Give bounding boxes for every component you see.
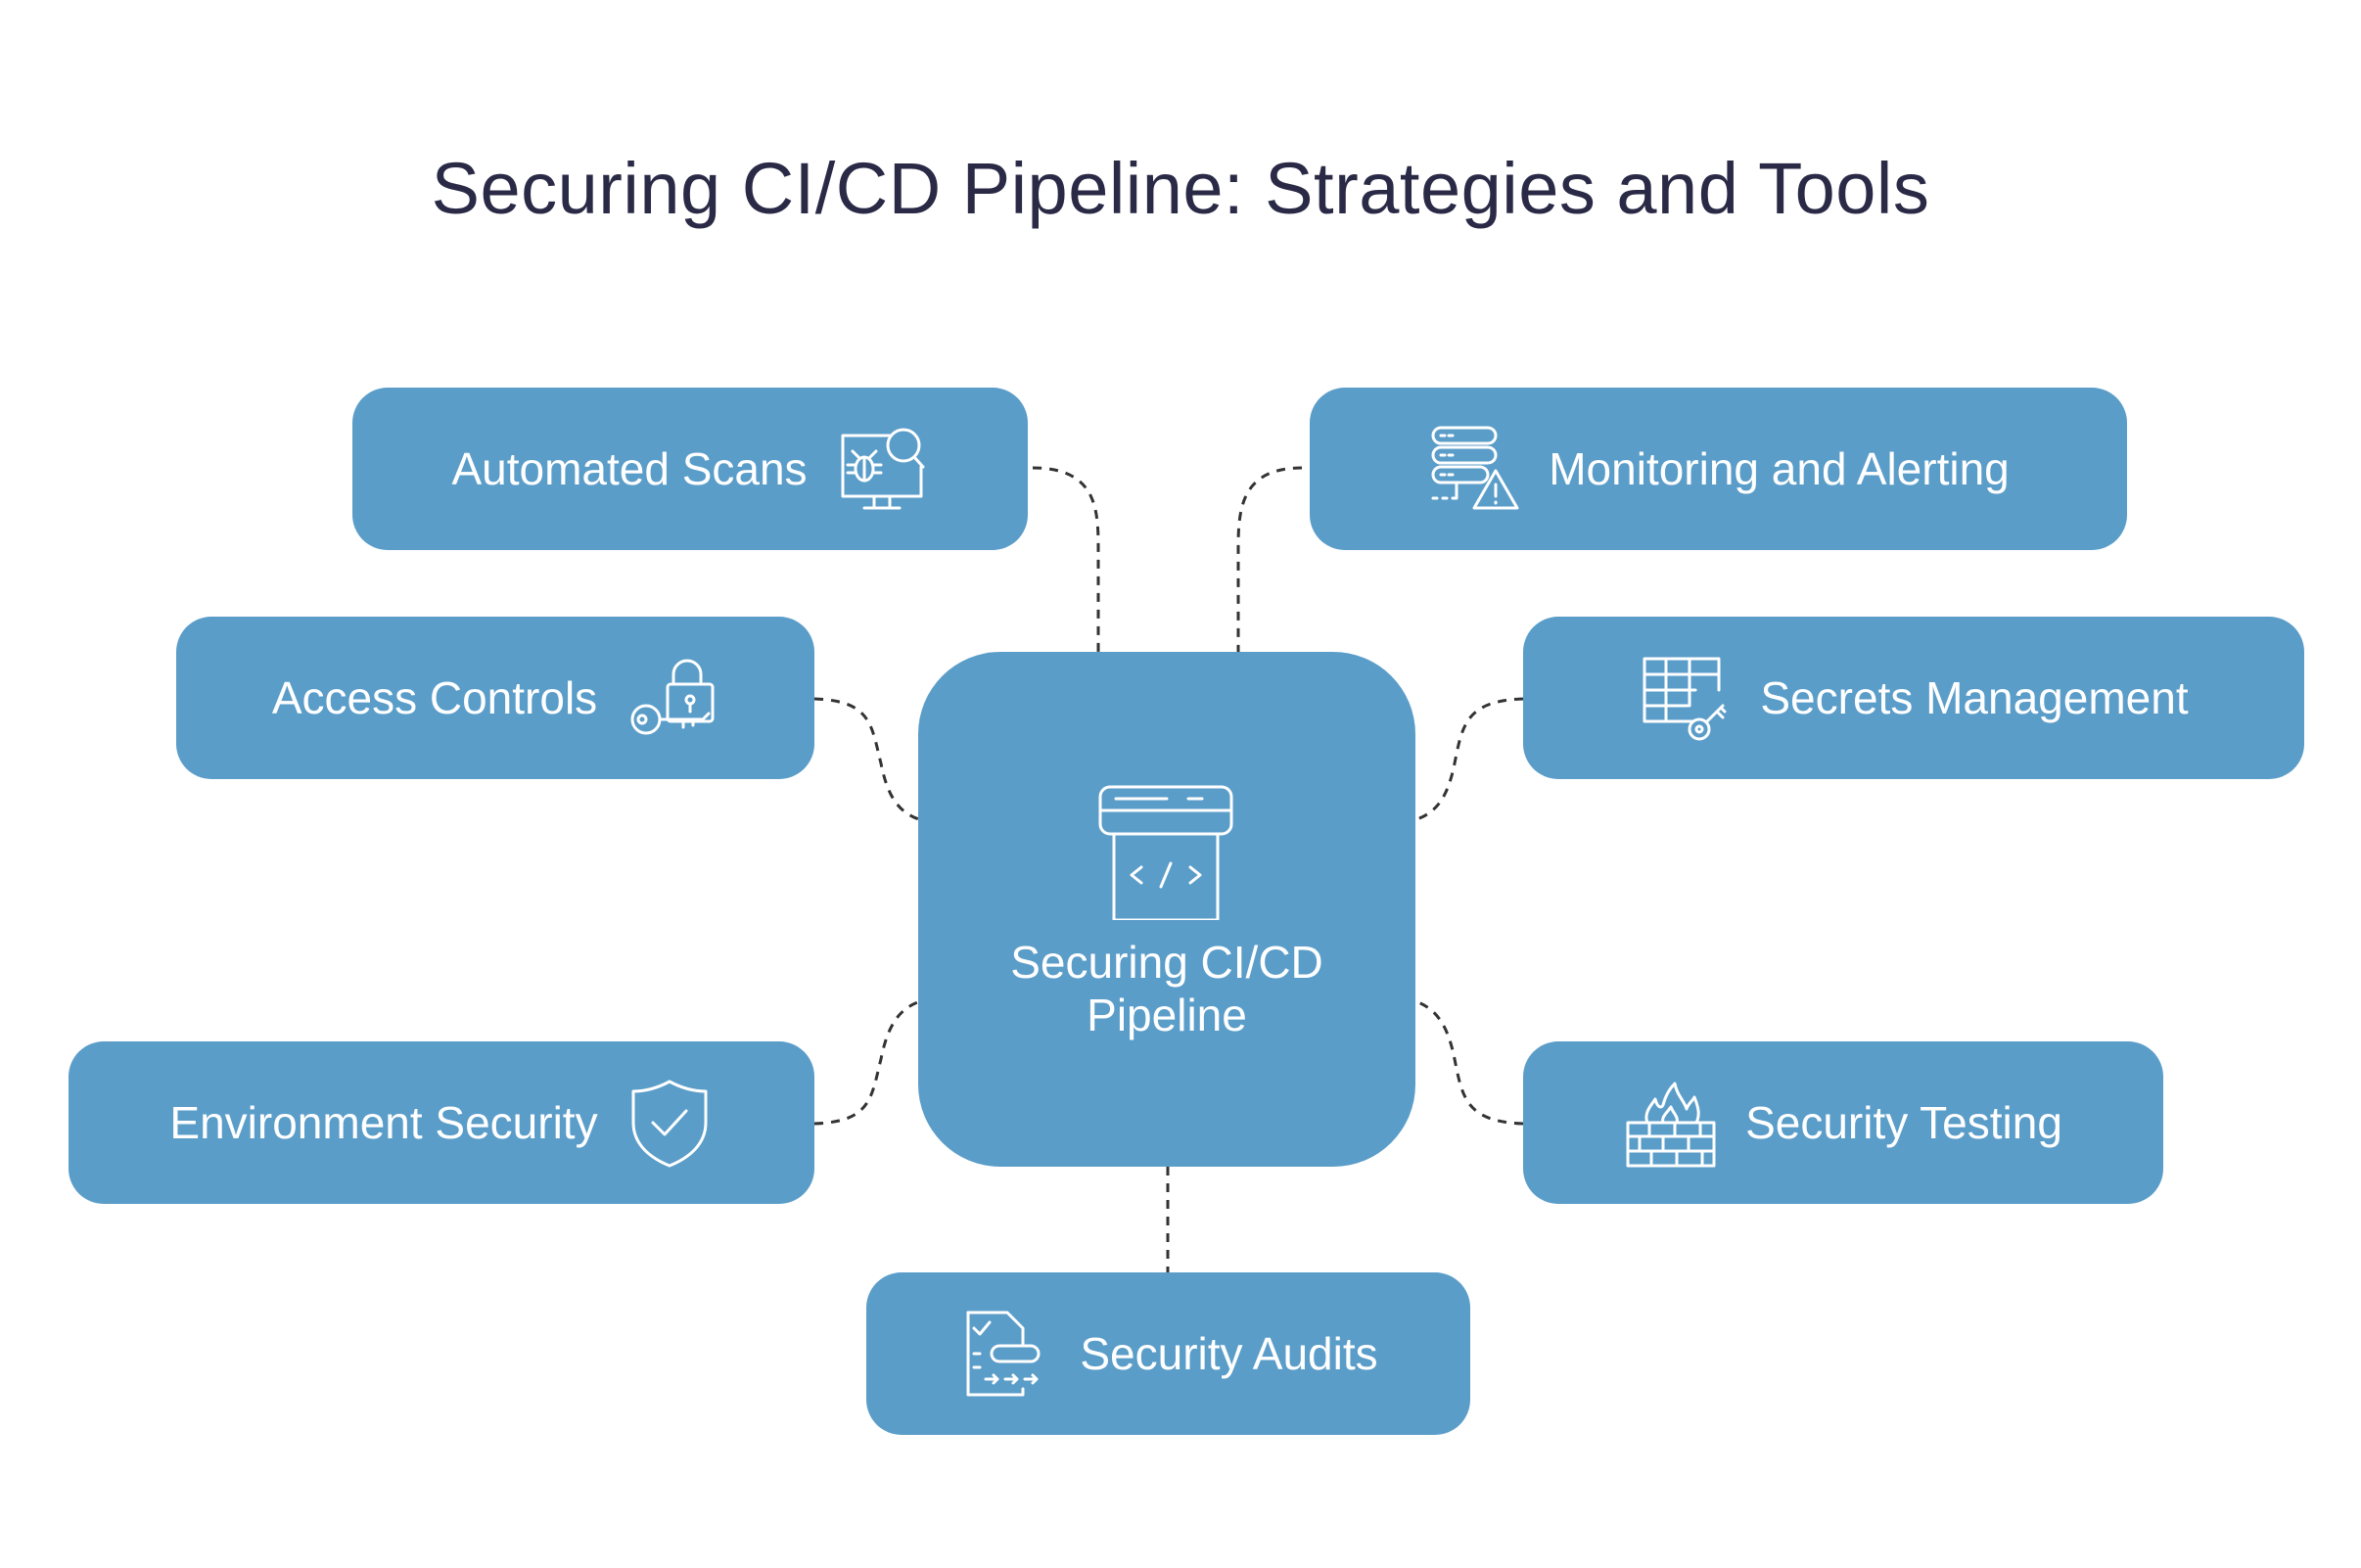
node-label: Monitoring and Alerting xyxy=(1549,443,2010,494)
node-label: Secrets Management xyxy=(1760,672,2189,723)
connector-monitoring-alerting xyxy=(1236,466,1303,652)
connector-secrets-management xyxy=(1377,697,1524,826)
table-key-icon xyxy=(1639,651,1733,745)
node-security-audits: Security Audits xyxy=(866,1272,1470,1435)
connector-environment-security xyxy=(813,994,958,1126)
hub-label: Securing CI/CD Pipeline xyxy=(918,936,1415,1041)
shield-check-icon xyxy=(625,1076,714,1170)
node-label: Environment Security xyxy=(169,1097,598,1148)
node-label: Automated Scans xyxy=(451,443,808,494)
bug-scan-monitor-icon xyxy=(835,422,929,516)
page-title: Securing CI/CD Pipeline: Strategies and … xyxy=(431,148,1930,229)
node-secrets-management: Secrets Management xyxy=(1523,617,2304,779)
node-monitoring-alerting: Monitoring and Alerting xyxy=(1310,388,2127,550)
hub-label-line2: Pipeline xyxy=(1087,990,1247,1040)
node-label: Security Audits xyxy=(1080,1328,1378,1379)
code-window-icon xyxy=(1094,777,1237,925)
server-alert-icon xyxy=(1427,422,1521,516)
hub-label-line1: Securing CI/CD xyxy=(1010,937,1323,988)
node-automated-scans: Automated Scans xyxy=(352,388,1028,550)
key-lock-icon xyxy=(625,651,718,745)
audit-document-icon xyxy=(958,1307,1052,1401)
node-label: Security Testing xyxy=(1745,1097,2062,1148)
node-access-controls: Access Controls xyxy=(176,617,814,779)
hub-node: Securing CI/CD Pipeline xyxy=(918,652,1415,1167)
firewall-icon xyxy=(1624,1076,1718,1170)
node-label: Access Controls xyxy=(271,672,598,723)
node-environment-security: Environment Security xyxy=(69,1041,814,1204)
connector-security-testing xyxy=(1377,994,1524,1126)
connector-access-controls xyxy=(813,697,958,826)
connector-automated-scans xyxy=(1032,466,1100,652)
node-security-testing: Security Testing xyxy=(1523,1041,2163,1204)
